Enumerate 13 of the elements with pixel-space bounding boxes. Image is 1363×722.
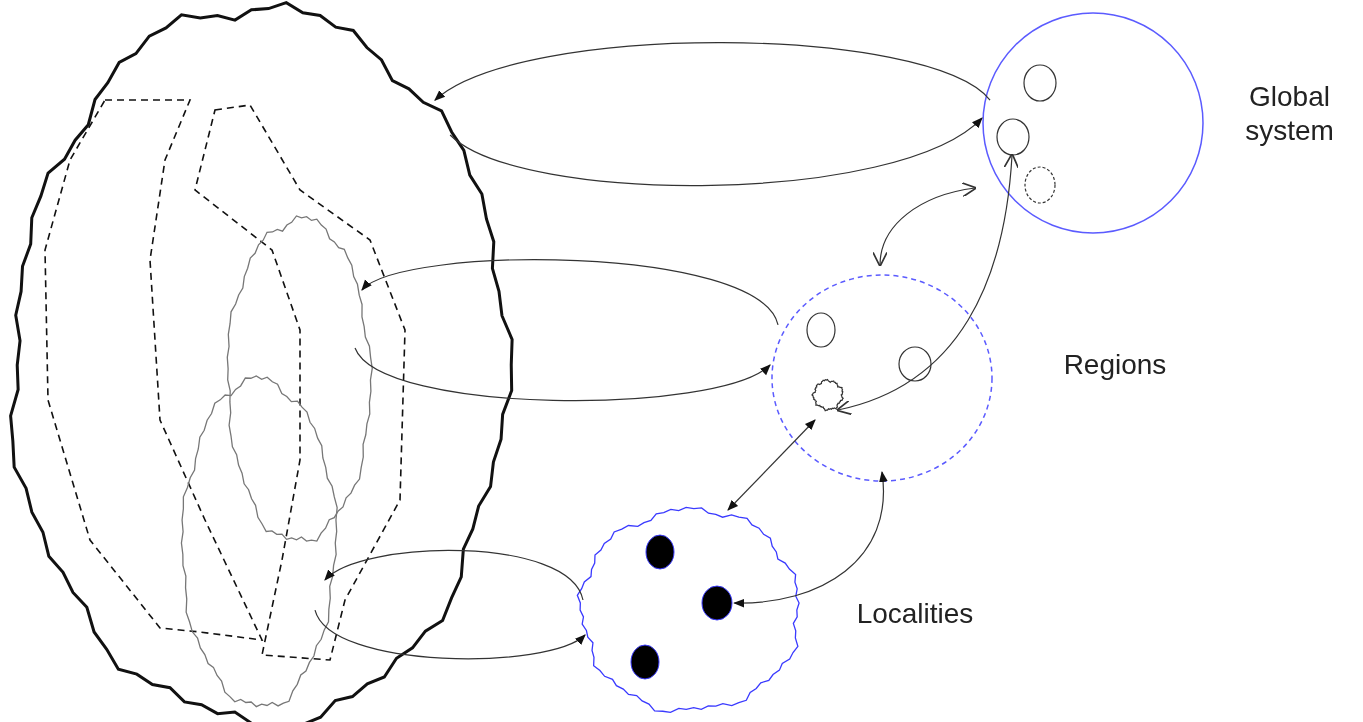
arrow <box>354 347 771 401</box>
arrow <box>324 550 584 601</box>
arrow <box>873 182 978 268</box>
node-label: Global system <box>1244 80 1335 148</box>
node-label: Regions <box>1062 348 1168 382</box>
arrow <box>835 152 1019 415</box>
arrow <box>361 259 779 326</box>
arrow <box>727 419 816 511</box>
arrow <box>434 42 991 101</box>
node-label: Localities <box>855 597 975 631</box>
arrow <box>449 117 983 186</box>
arrow <box>314 609 586 660</box>
arrow <box>733 470 888 608</box>
